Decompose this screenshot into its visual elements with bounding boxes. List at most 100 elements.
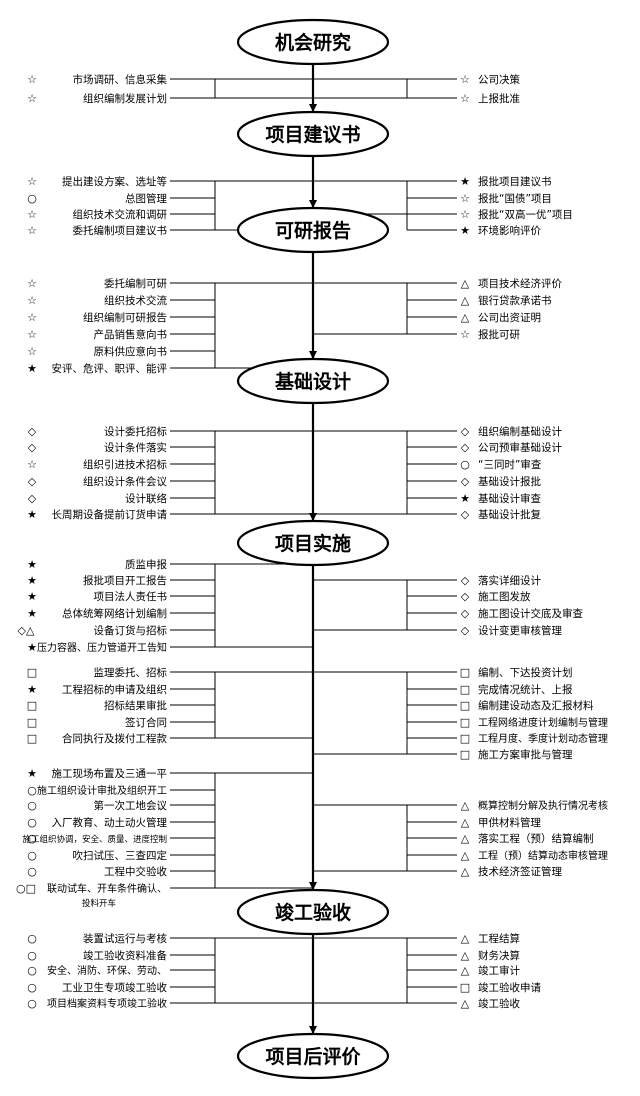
stage-ellipse [236,18,390,66]
item-text: 技术经济签证管理 [478,865,562,878]
item-text: 组织引进技术招标 [83,458,167,471]
right-item: □竣工验收申请 [460,981,542,994]
item-text: 竣工验收申请 [478,981,541,994]
item-symbol: ☆ [460,208,470,221]
item-symbol: ◇ [461,574,470,587]
item-symbol: ★ [27,590,37,603]
item-text: 组织技术交流 [104,294,167,307]
stage-ellipse [236,110,390,158]
item-symbol: ◇△ [18,624,35,637]
item-text: 委托编制项目建议书 [73,224,168,237]
left-item: ☆委托编制项目建议书 [27,224,167,237]
stage-node-s3: 可研报告 [236,206,390,254]
item-text: 提出建设方案、选址等 [62,175,167,188]
stage-ellipse [236,206,390,254]
item-symbol: ◇ [28,475,37,488]
item-text: 市场调研、信息采集 [73,73,168,86]
item-text: “三同时”审查 [478,458,542,471]
item-symbol: ★ [27,767,37,780]
left-item: ○工业卫生专项竣工验收 [27,981,167,994]
item-text: 组织编制基础设计 [478,425,562,438]
left-item: ◇ 组织设计条件会议 [28,475,168,488]
item-symbol: ○□ [16,882,36,895]
right-item: □编制、下达投资计划 [460,666,573,679]
right-item: □工程网络进度计划编制与管理 [460,716,608,729]
item-text-continued: 投料开车 [82,898,116,909]
right-item: △竣工验收 [461,997,521,1010]
item-symbol: □ [27,699,37,712]
item-text: 联动试车、开车条件确认、 [47,882,167,895]
item-symbol: ○ [27,816,37,829]
item-symbol: ○ [27,784,37,797]
right-item: ◇设计变更审核管理 [461,624,563,637]
left-item: ☆组织编制发展计划 [27,92,167,105]
left-item: ☆ 组织引进技术招标 [27,458,167,471]
item-text: 落实工程（预）结算编制 [478,832,594,845]
item-symbol: ◇ [461,425,470,438]
item-text: 项目档案资料专项竣工验收 [47,997,167,1010]
item-symbol: □ [27,732,37,745]
left-item: ★工程招标的申请及组织 [27,683,167,696]
item-symbol: ◇ [28,441,37,454]
item-symbol: ☆ [27,458,37,471]
item-symbol: ○ [27,981,37,994]
item-symbol: ☆ [460,328,470,341]
item-symbol: ◇ [28,425,37,438]
item-text: 签订合同 [125,716,167,729]
item-text: 设计联络 [125,492,167,505]
item-text: 工程招标的申请及组织 [62,683,167,696]
right-item: △工程结算 [461,932,520,945]
right-item: ◇施工图设计交底及审查 [461,607,584,620]
item-text: 工程（预）结算动态审核管理 [478,849,608,862]
item-text: 压力容器、压力管道开工告知 [37,641,167,654]
left-item: ○吹扫试压、三查四定 [27,849,167,862]
item-text: 招标结果审批 [104,699,167,712]
item-text: 基础设计报批 [478,475,541,488]
left-item: ○总图管理 [27,192,167,205]
right-item: □编制建设动态及汇报材料 [460,699,594,712]
item-text: 公司决策 [478,73,520,86]
stage-label: 基础设计 [274,370,351,393]
item-symbol: ○ [27,949,37,962]
left-item: ☆委托编制可研 [27,277,167,290]
item-symbol: □ [27,716,37,729]
left-item: ★长周期设备提前订货申请 [27,508,167,521]
right-item: △工程（预）结算动态审核管理 [461,849,608,862]
stage-ellipse [236,357,390,405]
item-symbol: □ [460,666,470,679]
left-item: ◇设计联络 [28,492,168,505]
item-text: 项目法人责任书 [94,590,168,603]
item-symbol: ★ [460,175,470,188]
item-text: 报批“国债”项目 [478,192,552,205]
item-text: 装置试运行与考核 [83,932,167,945]
left-item: ★安评、危评、职评、能评 [27,362,167,375]
item-symbol: □ [460,748,470,761]
item-symbol: ◇ [461,590,470,603]
right-item: △竣工审计 [461,964,521,977]
item-text: 甲供材料管理 [478,816,541,829]
item-symbol: ◇ [461,624,470,637]
stage-node-s7: 项目后评价 [236,1032,390,1080]
right-item: ○“三同时”审查 [460,458,542,471]
left-item: ○装置试运行与考核 [27,932,167,945]
item-text: 组织设计条件会议 [83,475,167,488]
left-item: ☆组织技术交流 [27,294,167,307]
item-symbol: ○ [27,799,37,812]
item-symbol: ☆ [27,277,37,290]
right-item: △落实工程（预）结算编制 [461,832,594,845]
item-symbol: ☆ [27,311,37,324]
left-item: ◇设计委托招标 [28,425,168,438]
right-item: ☆报批“国债”项目 [460,192,552,205]
item-text: 设计条件落实 [104,441,167,454]
left-item: ○施工组织协调，安全、质量、进度控制 [22,832,167,845]
group-4-right: ◇组织编制基础设计◇公司预审基础设计○“三同时”审查◇基础设计报批★基础设计审查… [460,425,562,521]
item-text: 概算控制分解及执行情况考核 [478,799,608,812]
stage-label: 机会研究 [275,31,351,54]
left-item: ★报批项目开工报告 [27,574,167,587]
item-text: 产品销售意向书 [94,328,168,341]
bracket-connectors [170,78,457,1004]
left-item: ○入厂教育、动土动火管理 [27,816,167,829]
item-symbol: ○ [27,849,37,862]
item-text: 报批“双高一优”项目 [478,208,573,221]
right-item: △财务决算 [461,949,520,962]
